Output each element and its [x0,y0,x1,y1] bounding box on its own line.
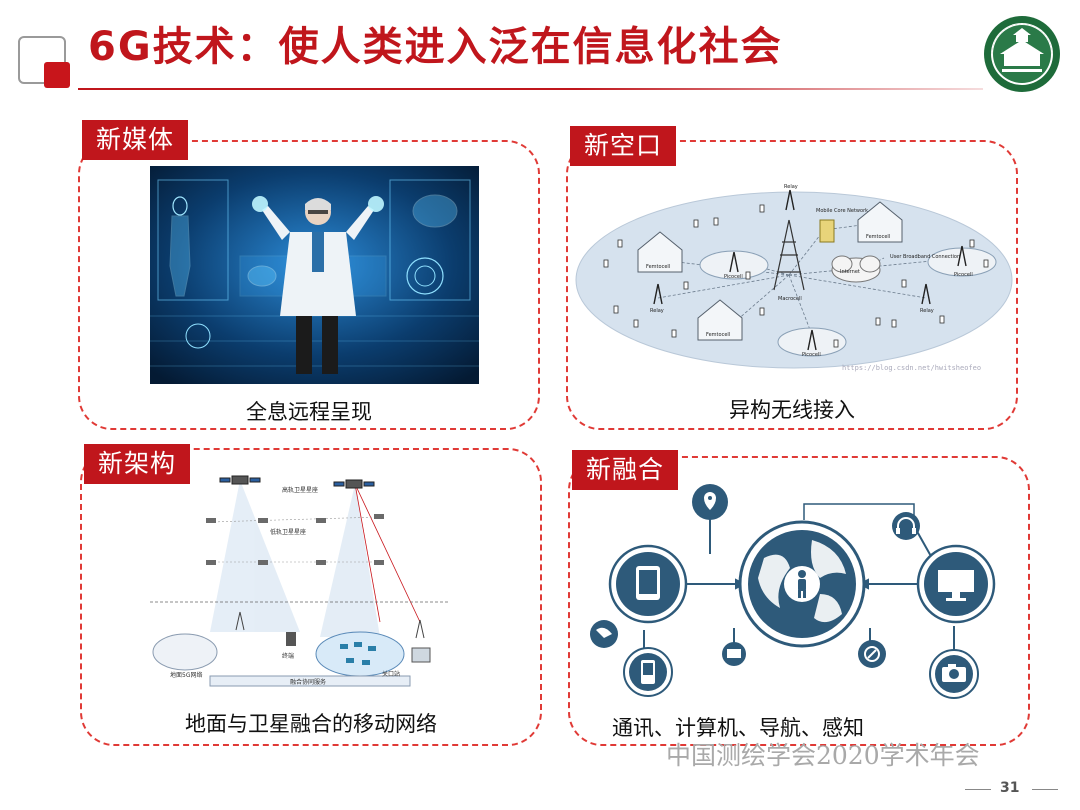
headset-icon [892,512,920,540]
label-pico2: Picocell [954,272,973,278]
image-watermark: https://blog.csdn.net/hwitsheofeo [842,364,981,372]
label-relay2: Relay [920,308,934,314]
mobile-icon [623,647,673,697]
label-femto1: Femtocell [646,264,670,270]
page-number-rule-right [1032,789,1058,790]
label-broadband: User Broadband Connection [890,254,960,260]
label-pico1: Picocell [724,274,743,280]
decorative-square-red [44,62,70,88]
tag-new-air-interface: 新空口 [570,126,677,166]
label-femto2: Femtocell [866,234,890,240]
label-relay1: Relay [650,308,664,314]
page-number: 31 [1000,780,1020,796]
panel-new-architecture [80,448,542,746]
panel-new-fusion [568,456,1030,746]
caption-new-fusion: 通讯、计算机、导航、感知 [612,716,864,740]
caption-new-media: 全息远程呈现 [246,400,372,424]
satellite-terrestrial-diagram: 高轨卫星星座 低轨卫星星座 地面5G网络 终端 关口站 融合协同服务 [150,462,450,694]
panel-new-air-interface [566,140,1018,430]
compass-icon [858,640,886,668]
page-number-rule-left [965,789,991,790]
monitor-icon [916,544,996,624]
conference-footer: 中国测绘学会2020学术年会 [666,741,980,770]
label-gateway: 关口站 [382,670,400,678]
label-service: 融合协同服务 [290,678,326,686]
label-ground-net: 地面5G网络 [170,671,202,679]
title-underline [78,88,983,90]
caption-new-architecture: 地面与卫星融合的移动网络 [185,712,437,736]
label-leo: 低轨卫星星座 [270,528,306,536]
tv-icon [722,642,746,666]
person-icon [798,570,806,598]
label-core: Mobile Core Network [816,208,868,214]
tablet-icon [608,544,688,624]
location-icon [692,484,728,520]
label-femto3: Femtocell [706,332,730,338]
tag-new-architecture: 新架构 [84,444,191,484]
label-macrocell: Macrocell [778,296,802,302]
label-relay3: Relay [784,184,798,190]
dish-icon [590,620,618,648]
panel-new-media [78,140,540,430]
caption-new-air-interface: 异构无线接入 [729,398,855,422]
label-terminal: 终端 [282,652,294,660]
label-geo: 高轨卫星星座 [282,486,318,494]
hologram-image [150,166,479,384]
university-seal-logo [984,16,1060,92]
fusion-network-graphic [584,478,1014,700]
tag-new-media: 新媒体 [82,120,189,160]
heterogeneous-network-diagram: Macrocell Internet Mobile Core Network F… [574,180,1018,380]
decorative-square-outline [18,36,66,84]
tag-new-fusion: 新融合 [572,450,679,490]
label-pico3: Picocell [802,352,821,358]
slide-title: 6G技术：使人类进入泛在信息化社会 [88,24,783,70]
label-internet: Internet [840,269,860,275]
camera-icon [929,649,979,699]
